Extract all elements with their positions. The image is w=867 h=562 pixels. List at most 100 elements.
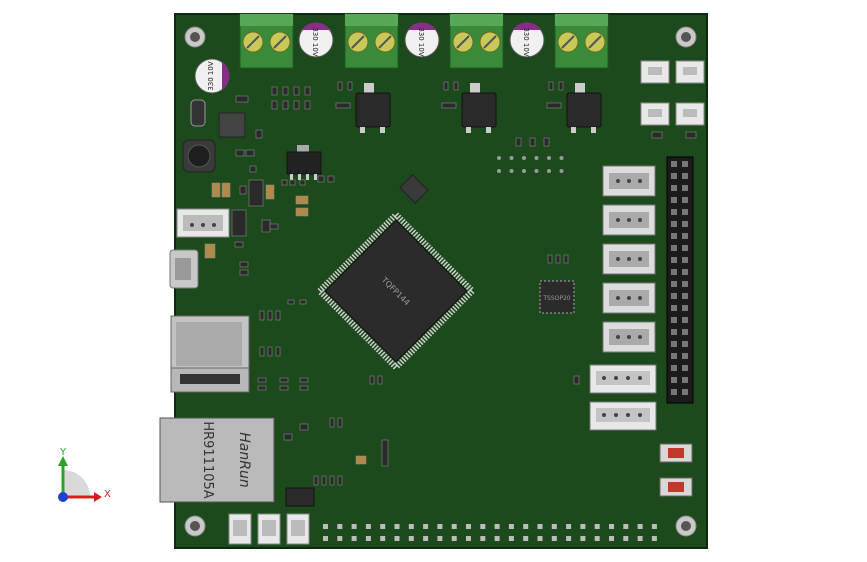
push-buttons (659, 443, 693, 497)
via (559, 169, 564, 173)
right-connector-4 (602, 282, 656, 314)
capacitor-top-2-label: 330 10V (417, 27, 425, 56)
smd-part (235, 149, 245, 157)
top-right-2pin-connectors (640, 60, 705, 126)
smd-part (279, 377, 289, 383)
pad (323, 524, 328, 529)
mounting-hole-top-left (184, 26, 206, 48)
smd-part (259, 346, 265, 357)
pad (637, 524, 643, 529)
smd-part (211, 182, 221, 198)
smd-part (235, 95, 249, 103)
smd-part (441, 102, 457, 109)
smd-part (269, 223, 279, 230)
pad (323, 536, 328, 541)
voltage-regulators (355, 83, 602, 133)
smd-part (321, 475, 327, 486)
smd-part (443, 81, 449, 91)
pad (394, 524, 400, 529)
pin-header (666, 156, 694, 404)
smd-part (257, 385, 267, 391)
regulator-3 (566, 83, 602, 133)
smd-part (282, 86, 289, 96)
chip-bottom (285, 487, 315, 507)
pad (337, 524, 343, 529)
smd-part (377, 375, 383, 385)
pad (351, 536, 357, 541)
smd-part (369, 375, 375, 385)
via (509, 156, 514, 160)
pad (466, 536, 471, 541)
pad (408, 536, 414, 541)
smd-part (543, 137, 550, 147)
smd-part (347, 81, 353, 91)
pad (423, 524, 429, 529)
smd-part (295, 195, 309, 205)
smd-part (685, 131, 697, 139)
pad (609, 536, 614, 541)
pad (380, 524, 386, 529)
pad (508, 524, 514, 529)
mounting-hole-bottom-right (675, 515, 697, 537)
pad (466, 524, 471, 529)
magjack-brand: HanRun (236, 432, 252, 487)
smd-part (327, 175, 335, 183)
pad (523, 524, 529, 529)
regulator-1 (355, 83, 391, 133)
right-connector-5 (602, 321, 656, 353)
pad (494, 524, 500, 529)
pad (480, 524, 486, 529)
via (534, 156, 539, 160)
axis-y-label: Y (59, 447, 67, 458)
smd-part (239, 185, 247, 195)
smd-part (555, 254, 561, 264)
bottom-connectors (228, 513, 310, 545)
usb-serial-chip (286, 145, 322, 180)
screw-terminal-2 (344, 13, 399, 69)
right-connector-3 (602, 243, 656, 275)
micro-usb-connector (169, 249, 199, 289)
regulator-2 (461, 83, 497, 133)
smd-part (299, 423, 309, 431)
pad (537, 536, 543, 541)
smd-part (381, 439, 389, 467)
smd-part (515, 137, 522, 147)
small-chip-diag (399, 174, 429, 204)
smd-part (282, 100, 289, 110)
pad (451, 524, 457, 529)
main-mcu: TQFP144 (315, 210, 477, 372)
smd-part (283, 433, 293, 441)
smd-part (337, 81, 343, 91)
smd-part (293, 100, 300, 110)
pad (594, 524, 600, 529)
smd-part (299, 179, 306, 186)
screw-terminal-3 (449, 13, 504, 69)
smd-part (289, 179, 296, 186)
capacitor-left-label: 330 10V (207, 61, 215, 90)
pad (380, 536, 386, 541)
pad (566, 524, 572, 529)
smd-part (329, 417, 335, 428)
buzzer (182, 139, 216, 173)
pad (494, 536, 500, 541)
axis-x-label: X (104, 489, 111, 500)
capacitor-top-3-label: 330 10V (522, 27, 530, 56)
smd-part (651, 131, 663, 139)
pad (594, 536, 600, 541)
push-button-1 (659, 443, 693, 463)
pad (623, 524, 629, 529)
pad (437, 536, 443, 541)
pad (408, 524, 414, 529)
capacitor-top-1: 330 10V (298, 22, 334, 58)
via (547, 156, 551, 160)
smd-part (355, 455, 367, 465)
smd-part (221, 182, 231, 198)
via (509, 169, 514, 173)
smd-part (239, 261, 249, 268)
smd-part (304, 86, 311, 96)
capacitor-top-1-label: 330 10V (311, 27, 319, 56)
smd-part (337, 475, 343, 486)
via (522, 156, 526, 160)
smd-part (271, 100, 278, 110)
